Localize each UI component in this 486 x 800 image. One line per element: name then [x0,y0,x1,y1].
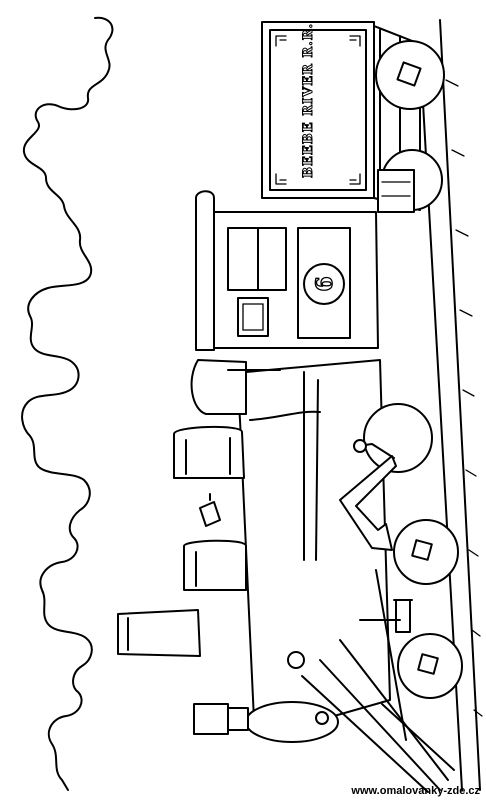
tender-car: BEEBE RIVER R.R. [262,22,420,210]
running-gear [340,404,462,740]
boiler [192,360,390,742]
engine-number: 6 [312,276,338,291]
locomotive-cab: 6 [196,191,378,350]
cowcatcher [302,640,454,792]
car-lettering: BEEBE RIVER R.R. [301,23,316,178]
tender-wheels [376,41,444,212]
treeline [22,18,112,790]
domes-and-stack [118,427,248,734]
site-credit: www.omalovanky-zde.cz [351,785,480,797]
